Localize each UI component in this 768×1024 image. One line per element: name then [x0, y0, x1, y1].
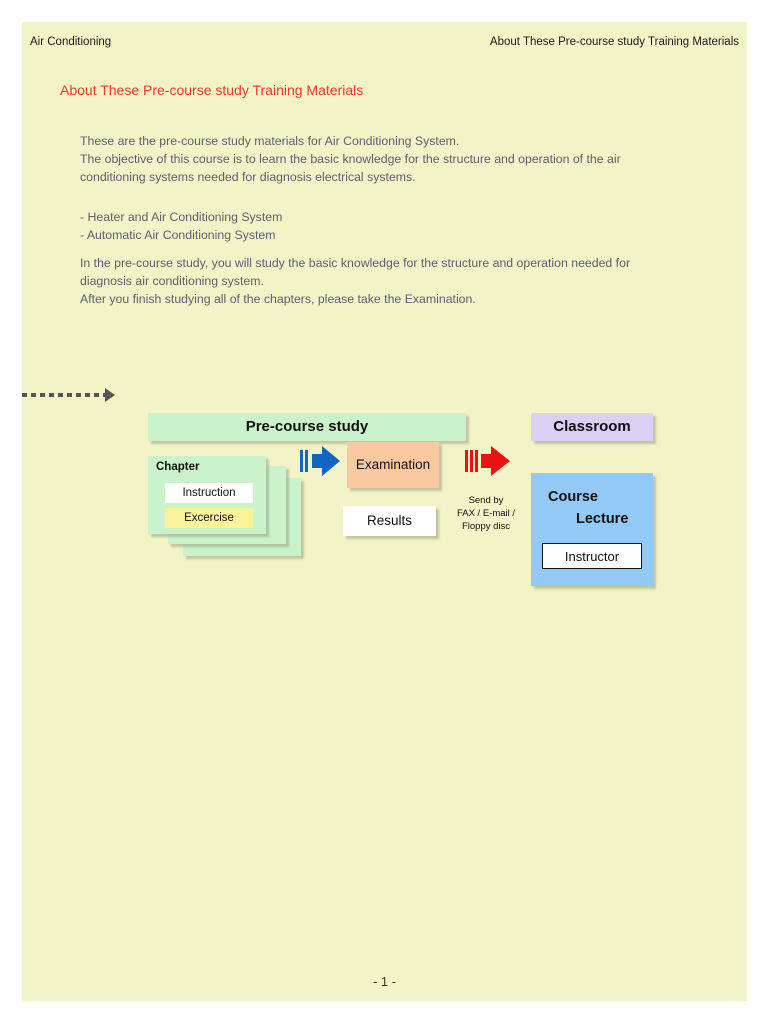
page-title: About These Pre-course study Training Ma… — [60, 82, 364, 98]
banner-classroom: Classroom — [531, 413, 653, 441]
topic-list: - Heater and Air Conditioning System - A… — [80, 208, 580, 244]
chapter-label: Chapter — [156, 461, 200, 473]
summary-paragraph: In the pre-course study, you will study … — [80, 254, 690, 308]
arrow-right-blue-icon — [300, 446, 340, 476]
arrow-head — [491, 446, 510, 476]
list-item: - Heater and Air Conditioning System — [80, 210, 283, 224]
chip-instruction: Instruction — [165, 483, 253, 503]
running-head-right: About These Pre-course study Training Ma… — [489, 36, 739, 48]
chapter-card-front: Chapter Instruction Excercise — [148, 456, 266, 534]
course-lecture-line-2: Lecture — [576, 511, 629, 527]
send-label-line-2: FAX / E-mail / — [456, 508, 516, 519]
send-label-line-1: Send by — [468, 495, 504, 506]
intro-paragraph: These are the pre-course study materials… — [80, 132, 690, 186]
chip-instructor: Instructor — [542, 543, 642, 569]
intro-line-2: The objective of this course is to learn… — [80, 152, 621, 166]
course-flow-diagram: Pre-course study Classroom Chapter Instr… — [22, 388, 747, 618]
arrow-tail-bars — [300, 450, 308, 472]
document-page: Air Conditioning About These Pre-course … — [22, 22, 747, 1001]
summary-line-2: diagnosis air conditioning system. — [80, 274, 264, 288]
intro-line-1: These are the pre-course study materials… — [80, 134, 460, 148]
dotted-arrow-icon — [22, 388, 118, 402]
arrow-right-red-icon — [465, 446, 511, 476]
banner-pre-course-study: Pre-course study — [148, 413, 466, 441]
arrow-dots — [22, 393, 106, 397]
page-number: - 1 - — [372, 974, 397, 989]
send-method-label: Send by FAX / E-mail / Floppy disc — [435, 494, 537, 533]
arrow-tail-bars — [465, 450, 478, 472]
course-lecture-line-1: Course — [548, 489, 598, 505]
list-item: - Automatic Air Conditioning System — [80, 228, 276, 242]
summary-line-3: After you finish studying all of the cha… — [80, 292, 476, 306]
summary-line-1: In the pre-course study, you will study … — [80, 256, 631, 270]
intro-line-3: conditioning systems needed for diagnosi… — [80, 170, 416, 184]
arrow-head — [322, 446, 340, 476]
chip-excercise: Excercise — [165, 508, 253, 528]
arrow-head — [105, 388, 115, 402]
box-examination: Examination — [347, 442, 439, 488]
send-label-line-3: Floppy disc — [461, 521, 511, 532]
box-course-lecture: Course Lecture Instructor — [531, 473, 653, 586]
running-head-left: Air Conditioning — [30, 36, 112, 48]
box-results: Results — [343, 506, 436, 536]
